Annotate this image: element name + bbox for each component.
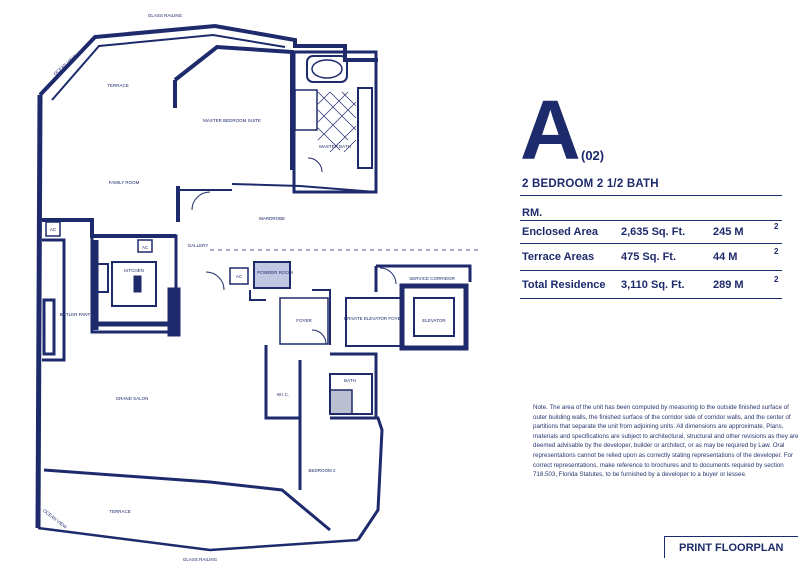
outer-wall [330, 416, 384, 541]
door-swing [205, 271, 225, 291]
label-ac-3: AC [236, 274, 243, 279]
area-sqm: 289 M [713, 279, 744, 291]
label-master-bath: MASTER BATH [319, 144, 351, 149]
unit-subtitle: 2 BEDROOM 2 1/2 BATH [522, 178, 659, 190]
label-terrace-bottom: TERRACE [109, 509, 131, 514]
area-label: Enclosed Area [522, 226, 599, 238]
label-elevator: ELEVATOR [422, 318, 446, 323]
label-bath: BATH [344, 378, 356, 383]
label-wardrobe: WARDROBE [259, 216, 285, 221]
label-bedroom2: BEDROOM 2 [308, 468, 336, 473]
kitchen-island [111, 261, 157, 307]
counter [93, 240, 172, 330]
unit-code: (02) [581, 148, 605, 163]
label-glass-railing-top: GLASS RAILING [148, 13, 183, 18]
bathtub-basin [311, 59, 343, 79]
print-floorplan-button[interactable]: PRINT FLOORPLAN [664, 536, 798, 558]
pantry-counter [42, 298, 56, 356]
divider [520, 195, 782, 196]
label-family-room: FAMILY ROOM [109, 180, 140, 185]
private-elevator-foyer [345, 297, 403, 347]
divider [520, 243, 782, 244]
area-label: Terrace Areas [522, 251, 595, 263]
ac-box [137, 239, 153, 253]
bath-tub [329, 389, 353, 415]
shower [294, 89, 318, 131]
wall [42, 238, 66, 362]
elevator-cab [413, 297, 455, 337]
door-swing [311, 329, 327, 345]
wall [231, 183, 377, 193]
bathtub [306, 55, 348, 83]
area-row-terrace: Terrace Areas 475 Sq. Ft. 44 M 2 [522, 247, 787, 265]
floorplan-diagram: GLASS RAILING OCEAN VIEW TERRACE MASTER … [35, 13, 480, 562]
vanity [357, 87, 373, 169]
area-sup: 2 [774, 247, 779, 256]
outer-wall [51, 33, 286, 101]
door-swing [191, 191, 211, 211]
label-grand-salon: GRAND SALON [116, 396, 149, 401]
outer-wall [35, 94, 43, 529]
area-sup: 2 [774, 222, 779, 231]
service-corridor-wall [374, 264, 472, 292]
foyer-room [279, 297, 329, 345]
door-swing [379, 267, 397, 285]
label-kitchen: KITCHEN [124, 268, 144, 273]
label-terrace-top: TERRACE [107, 83, 129, 88]
area-label: Total Residence [522, 279, 606, 291]
divider [520, 270, 782, 271]
area-sqft: 2,635 Sq. Ft. [621, 226, 686, 238]
wall [264, 345, 378, 420]
label-master-bedroom: MASTER BEDROOM SUITE [203, 118, 261, 123]
wall [42, 218, 176, 238]
area-sqm: 44 M [713, 251, 738, 263]
powder-room [253, 261, 291, 289]
door-swing [307, 157, 323, 173]
ac-box [229, 267, 249, 285]
label-ocean-view-bottom: OCEAN VIEW [42, 508, 68, 530]
island-sink [133, 275, 142, 293]
area-sup: 2 [774, 275, 779, 284]
divider [520, 220, 782, 221]
wall [173, 44, 294, 170]
divider [520, 298, 782, 299]
label-ocean-view-top: OCEAN VIEW [53, 53, 78, 76]
area-row-total: Total Residence 3,110 Sq. Ft. 289 M 2 [522, 275, 787, 293]
area-row-enclosed: Enclosed Area 2,635 Sq. Ft. 245 M 2 [522, 222, 787, 240]
label-ac-1: AC [50, 227, 57, 232]
unit-info-panel: A (02) 2 BEDROOM 2 1/2 BATH RM. Enclosed… [520, 0, 801, 569]
rm-label: RM. [522, 207, 543, 219]
master-bath-room [292, 50, 378, 194]
label-gallery: GALLERY [188, 243, 209, 248]
outer-wall [37, 526, 359, 552]
kitchen-room [90, 234, 178, 334]
label-glass-railing-bottom: GLASS RAILING [183, 557, 218, 562]
elevator-shaft [399, 283, 469, 351]
label-butler-pantry: BUTLER PANTRY [60, 312, 97, 317]
ac-box [45, 221, 61, 237]
tile-pattern [317, 91, 357, 153]
unit-letter: A [520, 83, 581, 177]
label-foyer: FOYER [296, 318, 312, 323]
label-private-elevator-foyer: PRIVATE ELEVATOR FOYER [344, 316, 405, 321]
label-service-corridor: SERVICE CORRIDOR [409, 276, 455, 281]
area-sqm: 245 M [713, 226, 744, 238]
kitchen-pillar [167, 287, 181, 337]
label-powder-room: POWDER ROOM [257, 270, 293, 275]
area-sqft: 475 Sq. Ft. [621, 251, 677, 263]
legal-note: Note. The area of the unit has been comp… [533, 404, 799, 479]
label-ac-2: AC [142, 245, 149, 250]
wall [249, 289, 331, 345]
outer-wall [43, 468, 331, 532]
area-sqft: 3,110 Sq. Ft. [621, 279, 685, 291]
label-wic: W.I.C. [277, 392, 289, 397]
